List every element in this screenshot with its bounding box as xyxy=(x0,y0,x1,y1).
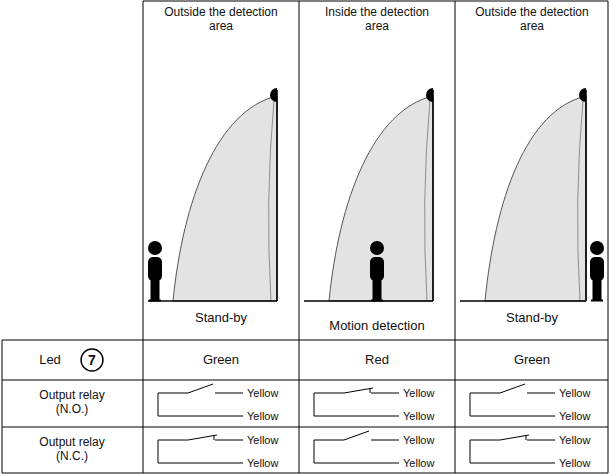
floor-line xyxy=(148,300,277,302)
grid-line xyxy=(2,340,608,341)
state-label: Stand-by xyxy=(506,311,558,326)
relay-symbol xyxy=(314,388,399,416)
column-heading: Outside the detection area xyxy=(467,6,597,34)
wire-color: Yellow xyxy=(403,387,434,400)
wire-color: Yellow xyxy=(559,410,590,423)
row-label: Output relay (N.O.) xyxy=(27,389,117,417)
person-figure xyxy=(148,241,162,301)
wire-color: Yellow xyxy=(403,457,434,470)
row-label: Output relay (N.C.) xyxy=(27,436,117,464)
scene xyxy=(304,88,433,301)
person-figure xyxy=(370,241,384,301)
wire-color: Yellow xyxy=(559,387,590,400)
grid-line xyxy=(299,1,300,473)
column-heading: Outside the detection area xyxy=(156,6,286,34)
wire-color: Yellow xyxy=(247,434,278,447)
grid-line xyxy=(608,1,609,473)
wire-color: Yellow xyxy=(559,434,590,447)
led-color: Green xyxy=(203,353,239,368)
state-label: Stand-by xyxy=(195,311,247,326)
wire-color: Yellow xyxy=(247,457,278,470)
floor-line xyxy=(460,300,586,302)
row-label: Led xyxy=(39,353,61,368)
wire-color: Yellow xyxy=(403,434,434,447)
wall-line xyxy=(432,90,434,301)
grid-line xyxy=(2,473,608,474)
led-color: Green xyxy=(514,353,550,368)
wire-color: Yellow xyxy=(247,410,278,423)
led-color: Red xyxy=(365,353,389,368)
relay-symbol xyxy=(470,384,555,416)
grid-line xyxy=(2,427,608,428)
sensor xyxy=(270,88,277,102)
floor-line xyxy=(304,300,433,302)
detection-area xyxy=(173,96,277,301)
detection-edge xyxy=(269,100,274,301)
detection-edge xyxy=(578,100,583,301)
grid-line xyxy=(2,340,3,473)
sensor xyxy=(579,88,586,102)
detection-edge xyxy=(425,100,430,301)
column-heading: Inside the detection area xyxy=(312,6,442,34)
wire-color: Yellow xyxy=(403,410,434,423)
grid-line xyxy=(455,1,456,473)
relay-symbol xyxy=(470,435,555,463)
wall-line xyxy=(585,90,587,301)
callout-number: 7 xyxy=(88,352,96,368)
wire-color: Yellow xyxy=(247,387,278,400)
wall-line xyxy=(276,90,278,301)
relay-symbol xyxy=(158,384,243,416)
person-figure xyxy=(590,241,604,301)
relay-symbol xyxy=(158,435,243,463)
sensor xyxy=(426,88,433,102)
scene xyxy=(148,88,277,301)
relay-symbol xyxy=(314,431,399,463)
scene xyxy=(460,88,604,301)
grid-line xyxy=(143,1,608,2)
callout-circle xyxy=(81,349,103,371)
wire-color: Yellow xyxy=(559,457,590,470)
detection-area xyxy=(485,96,586,301)
grid-line xyxy=(2,380,608,381)
detection-area xyxy=(329,96,433,301)
state-label: Motion detection xyxy=(327,319,427,334)
grid-line xyxy=(143,1,144,473)
